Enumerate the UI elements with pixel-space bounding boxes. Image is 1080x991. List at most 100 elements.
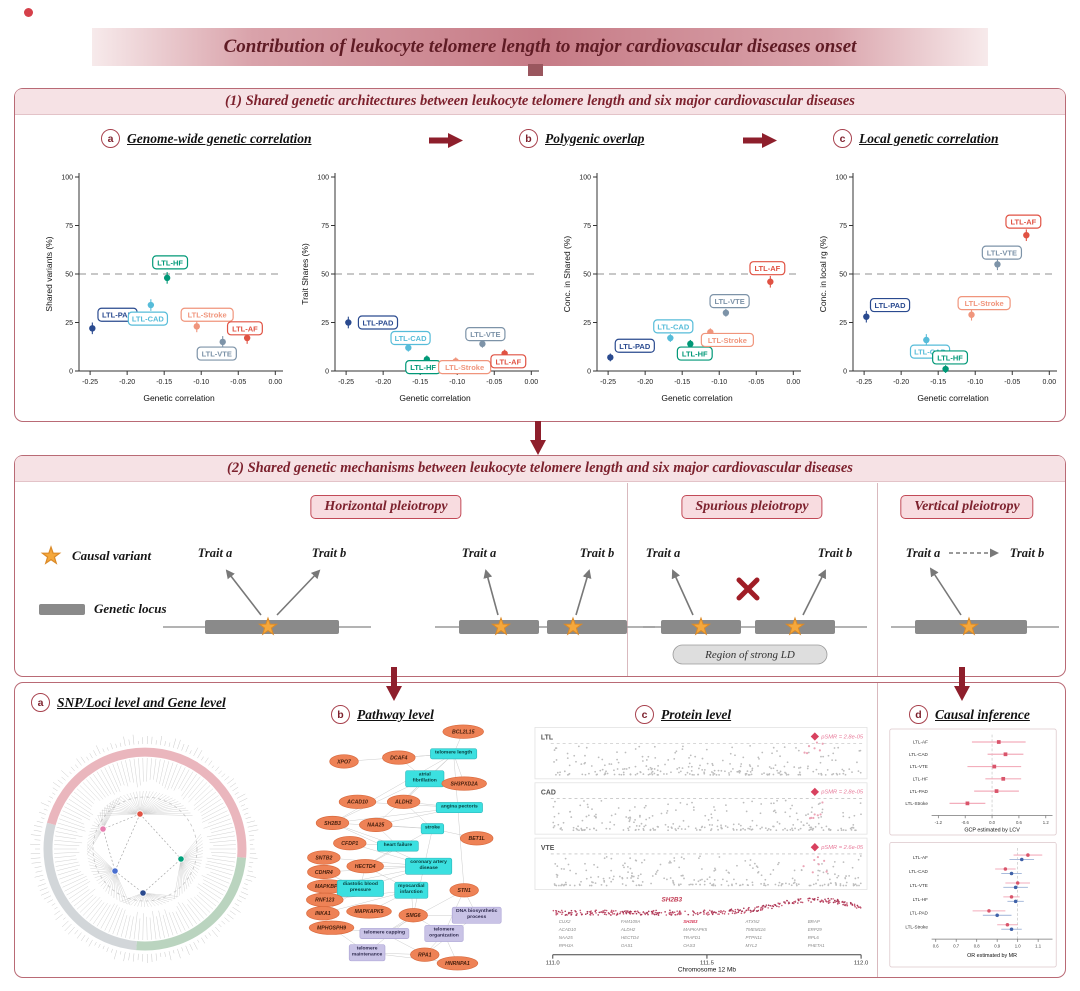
svg-text:GCP estimated by LCV: GCP estimated by LCV bbox=[964, 827, 1020, 833]
svg-text:100: 100 bbox=[579, 175, 591, 182]
svg-text:CDHR4: CDHR4 bbox=[315, 870, 333, 876]
svg-text:LTL-CAD: LTL-CAD bbox=[914, 348, 947, 357]
svg-text:HECTD4: HECTD4 bbox=[355, 864, 376, 870]
panel-b-badge: b bbox=[519, 129, 538, 148]
trait-b-label: Trait b bbox=[312, 546, 347, 560]
svg-text:LTL-VTE: LTL-VTE bbox=[987, 249, 1017, 258]
svg-text:75: 75 bbox=[839, 223, 847, 230]
svg-text:infarction: infarction bbox=[400, 889, 423, 895]
svg-text:CFDP1: CFDP1 bbox=[341, 841, 358, 847]
svg-text:-0.10: -0.10 bbox=[193, 379, 209, 386]
svg-text:TMEM116: TMEM116 bbox=[745, 927, 766, 932]
svg-text:-0.20: -0.20 bbox=[893, 379, 909, 386]
svg-text:pSMR = 2.8e-05: pSMR = 2.8e-05 bbox=[820, 790, 864, 796]
svg-text:ATXN2: ATXN2 bbox=[744, 919, 760, 924]
svg-text:25: 25 bbox=[65, 320, 73, 327]
svg-text:-0.05: -0.05 bbox=[486, 379, 502, 386]
panel-causal-title: Causal inference bbox=[935, 706, 1030, 722]
svg-text:0.7: 0.7 bbox=[953, 943, 960, 948]
legend-causal-variant-label: Causal variant bbox=[72, 548, 152, 563]
svg-text:MPHOSPH9: MPHOSPH9 bbox=[317, 926, 346, 932]
svg-text:SH3PXD2A: SH3PXD2A bbox=[450, 781, 478, 787]
svg-text:RNF123: RNF123 bbox=[315, 898, 334, 904]
svg-text:0.00: 0.00 bbox=[786, 379, 800, 386]
svg-text:atrial: atrial bbox=[419, 772, 432, 778]
svg-text:MAPKAPK5: MAPKAPK5 bbox=[683, 927, 707, 932]
svg-text:-0.15: -0.15 bbox=[156, 379, 172, 386]
svg-text:0: 0 bbox=[69, 369, 73, 376]
panel-pathway-title: Pathway level bbox=[357, 706, 434, 722]
panel-b-badge: b bbox=[331, 705, 350, 724]
svg-text:LTL-PAD: LTL-PAD bbox=[102, 311, 134, 320]
svg-text:telomere length: telomere length bbox=[435, 750, 472, 756]
svg-text:TRAFD1: TRAFD1 bbox=[683, 935, 701, 940]
svg-text:BET1L: BET1L bbox=[468, 836, 484, 842]
svg-text:1.0: 1.0 bbox=[1015, 943, 1022, 948]
trait-b-label: Trait b bbox=[1010, 546, 1045, 560]
trait-a-label: Trait a bbox=[906, 546, 941, 560]
circular-snp-gene-plot bbox=[30, 734, 259, 964]
genetic-locus-bar bbox=[547, 620, 627, 634]
svg-text:PTPN11: PTPN11 bbox=[745, 935, 762, 940]
svg-text:ACAD10: ACAD10 bbox=[558, 927, 577, 932]
svg-text:coronary artery: coronary artery bbox=[410, 859, 447, 865]
banner-tab bbox=[528, 64, 543, 76]
ld-region-pill bbox=[672, 644, 828, 665]
svg-text:NAA25: NAA25 bbox=[559, 935, 574, 940]
panel-snp-loci-header: a SNP/Loci level and Gene level bbox=[31, 693, 226, 712]
trait-a-label: Trait a bbox=[198, 546, 233, 560]
svg-text:0.00: 0.00 bbox=[268, 379, 282, 386]
panel-b-header: b Polygenic overlap bbox=[519, 129, 644, 148]
svg-text:LTL-VTE: LTL-VTE bbox=[714, 297, 744, 306]
svg-text:RPH3A: RPH3A bbox=[559, 943, 574, 948]
svg-text:ACAD10: ACAD10 bbox=[346, 800, 368, 806]
svg-text:0.6: 0.6 bbox=[933, 943, 940, 948]
svg-text:LTL-Stroke: LTL-Stroke bbox=[708, 336, 747, 345]
svg-text:1.1: 1.1 bbox=[1035, 943, 1042, 948]
svg-text:Conc. in Shared (%): Conc. in Shared (%) bbox=[562, 236, 572, 313]
svg-text:LTL-CAD: LTL-CAD bbox=[909, 752, 929, 757]
horizontal-pleiotropy-title: Horizontal pleiotropy bbox=[310, 495, 462, 519]
svg-text:HNRNPA1: HNRNPA1 bbox=[445, 961, 470, 967]
panel-snp-loci-title: SNP/Loci level and Gene level bbox=[57, 694, 226, 710]
svg-text:0: 0 bbox=[325, 369, 329, 376]
svg-text:LTL-CAD: LTL-CAD bbox=[657, 322, 690, 331]
svg-text:50: 50 bbox=[65, 272, 73, 279]
svg-text:-0.05: -0.05 bbox=[230, 379, 246, 386]
svg-text:SNTB2: SNTB2 bbox=[315, 855, 332, 861]
svg-text:LTL-PAD: LTL-PAD bbox=[362, 319, 394, 328]
section-genetic-architectures: (1) Shared genetic architectures between… bbox=[14, 88, 1066, 422]
svg-text:Genetic correlation: Genetic correlation bbox=[661, 393, 733, 403]
svg-text:-0.05: -0.05 bbox=[1004, 379, 1020, 386]
figure-title: Contribution of leukocyte telomere lengt… bbox=[223, 36, 857, 57]
svg-text:BRAP: BRAP bbox=[808, 919, 820, 924]
trait-b-label: Trait b bbox=[580, 546, 615, 560]
svg-text:-0.20: -0.20 bbox=[637, 379, 653, 386]
svg-text:pSMR = 2.6e-05: pSMR = 2.6e-05 bbox=[820, 845, 864, 851]
svg-text:-0.15: -0.15 bbox=[930, 379, 946, 386]
svg-text:Genetic correlation: Genetic correlation bbox=[917, 393, 989, 403]
svg-text:-0.10: -0.10 bbox=[449, 379, 465, 386]
svg-text:LTL-PAD: LTL-PAD bbox=[910, 789, 929, 794]
svg-text:SH2B3: SH2B3 bbox=[324, 821, 341, 827]
svg-text:LTL-PAD: LTL-PAD bbox=[875, 301, 907, 310]
section-genetic-mechanisms: (2) Shared genetic mechanisms between le… bbox=[14, 455, 1066, 677]
right-arrow-icon bbox=[743, 133, 777, 148]
svg-text:Chromosome 12 Mb: Chromosome 12 Mb bbox=[678, 967, 736, 974]
svg-text:pressure: pressure bbox=[350, 887, 371, 893]
red-cross-icon bbox=[736, 577, 760, 601]
svg-text:OAS3: OAS3 bbox=[683, 943, 695, 948]
svg-text:LTL-PAD: LTL-PAD bbox=[619, 342, 651, 351]
section-mechanism-evidence: a SNP/Loci level and Gene level b Pathwa… bbox=[14, 682, 1066, 978]
svg-text:fibrillation: fibrillation bbox=[413, 778, 437, 784]
spurious-pleiotropy-title: Spurious pleiotropy bbox=[681, 495, 823, 519]
svg-text:LTL-HF: LTL-HF bbox=[913, 777, 929, 782]
svg-text:LTL-Stroke: LTL-Stroke bbox=[188, 311, 227, 320]
panel-causal-header: d Causal inference bbox=[909, 705, 1030, 724]
svg-text:SMG6: SMG6 bbox=[406, 913, 421, 919]
svg-text:0: 0 bbox=[587, 369, 591, 376]
spurious-pleiotropy-diagram: Trait a Trait b Region of strong LD bbox=[643, 546, 867, 665]
column-divider bbox=[627, 483, 629, 676]
